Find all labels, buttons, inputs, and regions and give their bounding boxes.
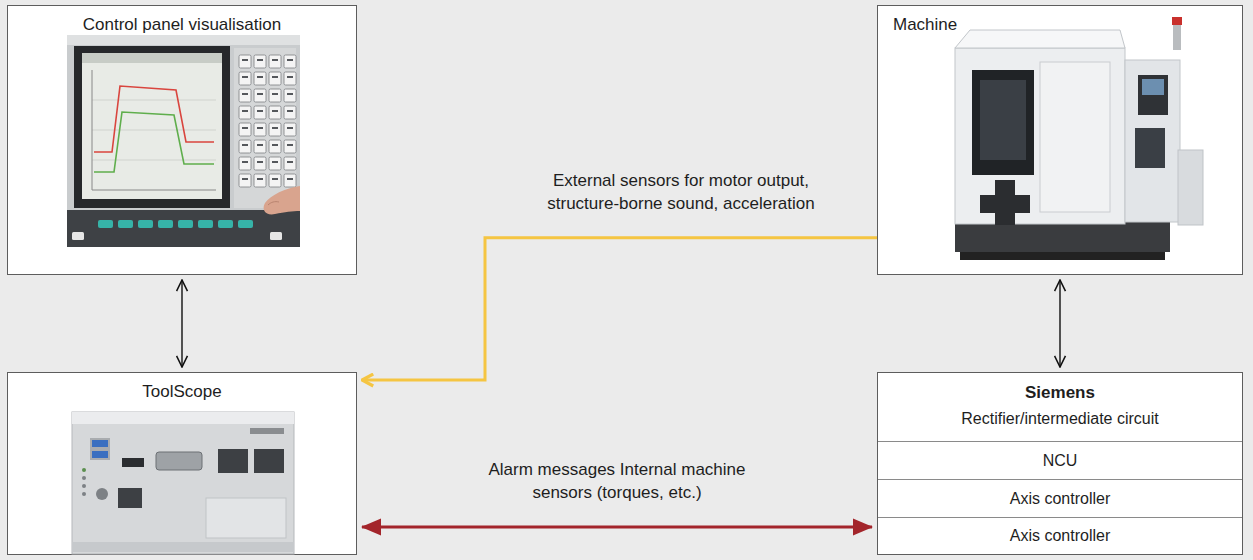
controller-row: NCU — [878, 441, 1242, 479]
control-panel-photo — [264, 186, 300, 214]
toolscope-device-photo — [82, 468, 86, 472]
control-panel-photo — [72, 232, 84, 240]
toolscope-device-photo — [72, 412, 294, 554]
toolscope-device-photo — [92, 451, 108, 458]
controller-row: Axis controller — [878, 517, 1242, 554]
machine-photo — [955, 48, 1125, 224]
connector-arrow — [362, 525, 872, 528]
toolscope-device-photo — [206, 498, 286, 538]
control-panel-photo — [238, 54, 298, 190]
controller-row: Axis controller — [878, 479, 1242, 517]
machine-photo — [980, 80, 1026, 160]
box-title: NCU — [1043, 442, 1078, 479]
control-panel-photo — [82, 53, 222, 63]
box-title: ToolScope — [142, 382, 221, 402]
toolscope-device-photo — [254, 449, 284, 473]
box-subtitle: Rectifier/intermediate circuit — [961, 409, 1158, 428]
machine-photo — [1040, 62, 1110, 212]
connector-label: External sensors for motor output, struc… — [526, 170, 836, 216]
toolscope-device-photo — [118, 488, 142, 508]
connector-arrow — [362, 238, 877, 380]
control-panel-photo — [92, 100, 216, 160]
control-panel-photo — [67, 210, 300, 247]
control-panel-photo — [67, 35, 300, 247]
toolscope-device-photo — [122, 458, 144, 467]
control-panel-photo — [92, 70, 216, 190]
toolscope-device-photo — [82, 476, 86, 480]
connector-arrow — [1059, 280, 1060, 367]
toolscope-device-photo — [218, 449, 248, 473]
machine-photo — [1172, 17, 1182, 25]
machine-box: Machine — [877, 5, 1243, 275]
toolscope-device-photo — [90, 438, 110, 460]
machine-photo — [980, 180, 1030, 225]
machine-photo — [955, 17, 1203, 260]
control-panel-photo — [234, 48, 296, 208]
toolscope-device-photo — [92, 440, 108, 447]
controller-stack: SiemensRectifier/intermediate circuitNCU… — [877, 372, 1243, 555]
box-title: Axis controller — [1010, 480, 1110, 517]
toolscope-device-photo — [82, 484, 86, 488]
machine-photo — [960, 252, 1165, 260]
control-panel-photo — [67, 35, 300, 247]
box-title: Axis controller — [1010, 518, 1110, 554]
machine-photo — [1173, 22, 1181, 50]
toolscope-device-photo — [72, 542, 294, 552]
machine-photo — [1178, 150, 1203, 225]
machine-photo — [955, 222, 1170, 252]
toolscope-device-photo — [250, 428, 284, 434]
box-title: Machine — [893, 15, 957, 35]
machine-photo — [1138, 75, 1168, 115]
machine-photo — [1125, 60, 1180, 222]
toolscope-device-photo — [96, 488, 108, 500]
device-box: ToolScope — [7, 372, 357, 555]
control-panel-photo — [270, 232, 282, 240]
toolscope-device-photo — [82, 492, 86, 496]
toolscope-device-photo — [72, 412, 294, 554]
toolscope-device-photo — [156, 452, 202, 470]
toolscope-device-photo — [72, 412, 294, 424]
machine-photo — [972, 70, 1034, 175]
connector-label: Alarm messages Internal machine sensors … — [462, 459, 772, 505]
control-panel-photo — [67, 35, 300, 45]
connector-arrow — [181, 280, 182, 367]
control-panel-photo — [82, 53, 222, 199]
control-panel-photo — [94, 112, 214, 172]
control-panel-photo — [74, 46, 230, 208]
machine-photo — [1135, 128, 1165, 168]
machine-photo — [1142, 79, 1164, 95]
control-panel-photo — [96, 220, 256, 228]
control-panel-photo — [94, 86, 214, 152]
box-title: Siemens — [1025, 383, 1095, 403]
control-panel-photo — [268, 202, 279, 205]
machine-photo — [955, 30, 1125, 48]
box-title: Control panel visualisation — [83, 15, 281, 35]
panel-box: Control panel visualisation — [7, 5, 357, 275]
